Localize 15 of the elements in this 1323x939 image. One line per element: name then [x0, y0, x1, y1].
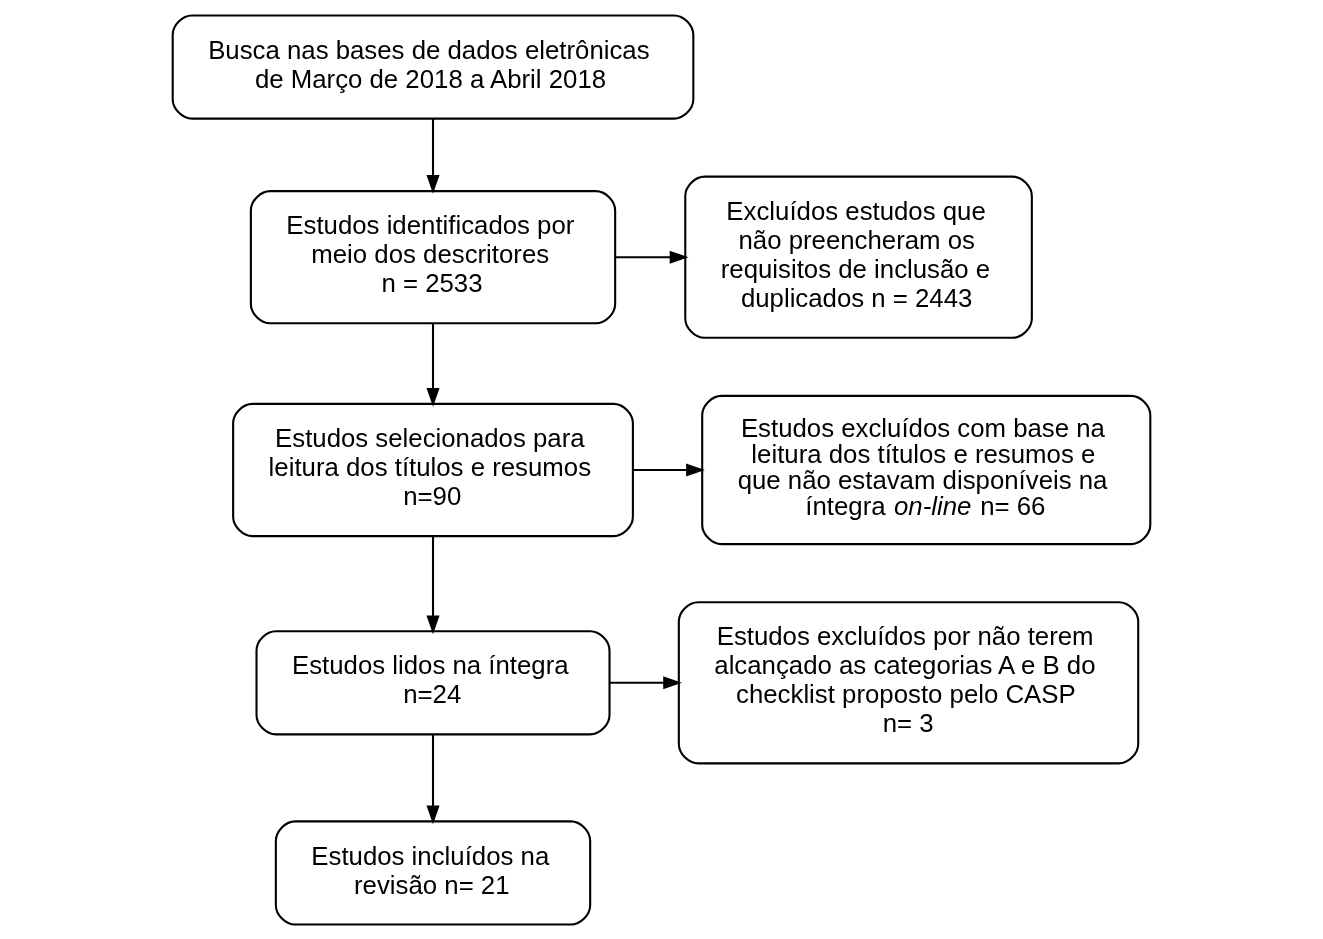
- node-box: Busca nas bases de dados eletrônicas de Março de 2018 a Abril 2018: [171, 13, 695, 120]
- node-box: Estudos incluídos na revisão n= 21: [274, 819, 592, 926]
- arrow: [426, 734, 440, 824]
- arrow: [426, 322, 440, 407]
- arrow: [632, 462, 705, 477]
- node-box: Estudos lidos na íntegra n=24: [255, 629, 611, 735]
- arrow: [615, 250, 689, 264]
- node-box: Estudos excluídos com base na leitura dos títulos e resumos e que não estavam disponíveis na íntegra on-line n= 66: [701, 394, 1152, 545]
- node-box: Estudos excluídos por não terem alcançado as categorias A e B do checklist proposto pelo CASP n= 3: [677, 600, 1140, 764]
- arrow: [609, 675, 682, 689]
- arrow: [426, 118, 440, 194]
- node-box: Excluídos estudos que não preencheram os requisitos de inclusão e duplicados n = 2443: [684, 175, 1033, 339]
- arrow: [426, 535, 440, 634]
- node-box: Estudos identificados por meio dos descritores n = 2533: [249, 189, 617, 324]
- node-box: Estudos selecionados para leitura dos títulos e resumos n=90: [232, 402, 634, 537]
